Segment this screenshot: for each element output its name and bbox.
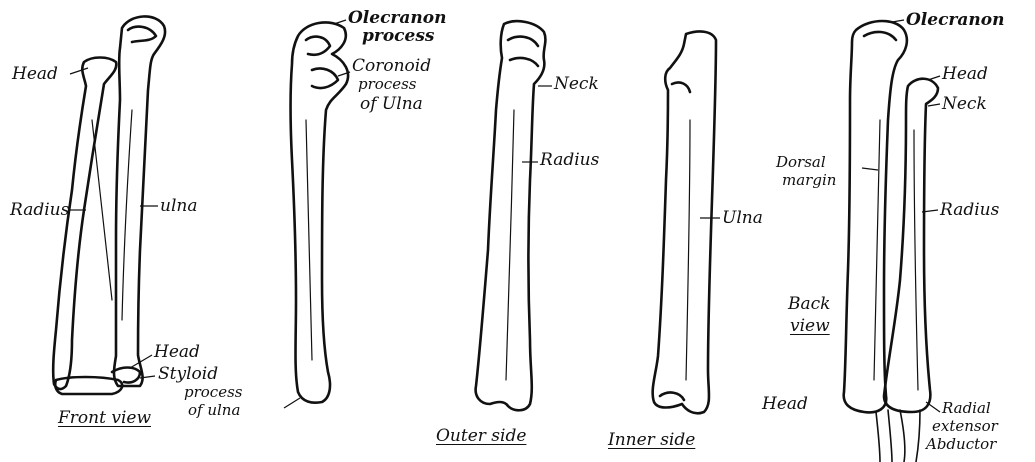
label-front-ulna: ulna: [160, 198, 197, 215]
leader-olecranon-ulna: [334, 20, 346, 24]
label-coronoid-2: process: [358, 76, 416, 93]
label-back-neck: Neck: [942, 96, 987, 113]
caption-back-2: view: [790, 318, 830, 335]
front-view-figure: [53, 16, 165, 394]
outer-side-figure: [476, 21, 546, 410]
leader-olecranon-back: [892, 20, 904, 22]
label-back-olecranon: Olecranon: [906, 12, 1004, 29]
ulna-lateral-outline: [291, 22, 349, 402]
label-coronoid-3: of Ulna: [360, 96, 423, 113]
label-back-dorsal-2: margin: [782, 172, 836, 189]
label-front-head-lower: Head: [154, 344, 200, 361]
caption-front-view: Front view: [58, 410, 151, 427]
leader-neck-back: [928, 104, 940, 106]
back-view-figure: [844, 21, 938, 462]
label-back-head-lower: Head: [762, 396, 808, 413]
caption-back-1: Back: [788, 296, 830, 313]
leader-head-back: [928, 76, 940, 80]
label-front-styloid-2: process: [184, 384, 242, 401]
leader-styloid-ulna: [284, 398, 300, 408]
label-outer-radius: Radius: [540, 152, 599, 169]
label-back-head: Head: [942, 66, 988, 83]
label-front-styloid-1: Styloid: [158, 366, 218, 383]
inner-side-figure: [653, 32, 716, 414]
leader-dorsal-back: [862, 168, 878, 170]
leader-head-front: [70, 68, 88, 74]
caption-inner-side: Inner side: [608, 432, 695, 449]
label-back-radius: Radius: [940, 202, 999, 219]
label-olecranon-ulna-2: process: [362, 28, 435, 45]
label-back-radial-3: Abductor: [926, 436, 996, 453]
label-front-styloid-3: of ulna: [188, 402, 240, 419]
label-back-dorsal-1: Dorsal: [776, 154, 826, 171]
label-olecranon-ulna-1: Olecranon: [348, 10, 446, 27]
label-back-radial-2: extensor: [932, 418, 998, 435]
caption-outer-side: Outer side: [436, 428, 526, 445]
back-ulna-outline: [844, 21, 907, 412]
label-inner-ulna: Ulna: [722, 210, 763, 227]
label-coronoid-1: Coronoid: [352, 58, 431, 75]
label-front-radius: Radius: [10, 202, 69, 219]
label-front-head: Head: [12, 66, 58, 83]
label-back-radial-1: Radial: [942, 400, 991, 417]
leader-radial-back: [926, 402, 940, 412]
inner-side-outline: [653, 32, 716, 414]
label-outer-neck: Neck: [554, 76, 599, 93]
ulna-lateral-figure: [291, 22, 349, 402]
front-radius-outline: [53, 58, 116, 390]
front-ulna-outline: [114, 16, 165, 386]
back-radius-outline: [884, 79, 938, 412]
